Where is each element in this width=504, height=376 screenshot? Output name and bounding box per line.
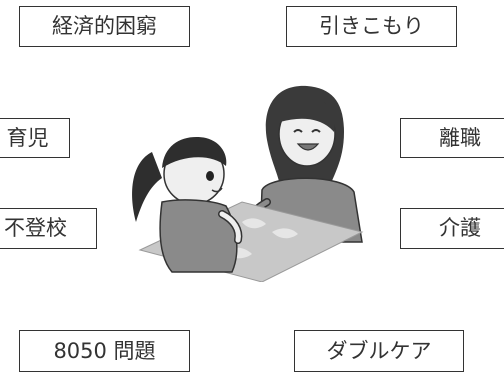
label-social-withdrawal-text: 引きこもり bbox=[319, 14, 424, 38]
label-childcare-text: 育児 bbox=[6, 125, 49, 150]
label-nursing-care: 介護 bbox=[400, 208, 504, 249]
label-school-refusal: 不登校 bbox=[0, 208, 97, 249]
label-school-refusal-text: 不登校 bbox=[4, 216, 67, 240]
label-economic-hardship: 経済的困窮 bbox=[19, 6, 190, 47]
label-economic-hardship-text: 経済的困窮 bbox=[52, 14, 157, 38]
label-double-care: ダブルケア bbox=[294, 330, 464, 372]
label-8050-problem: 8050 問題 bbox=[19, 330, 190, 372]
label-social-withdrawal: 引きこもり bbox=[286, 6, 457, 47]
label-job-loss-text: 離職 bbox=[439, 125, 481, 150]
child-figure bbox=[132, 137, 243, 273]
label-nursing-care-text: 介護 bbox=[439, 216, 481, 240]
label-8050-problem-text: 8050 問題 bbox=[53, 338, 156, 363]
label-childcare: 育児 bbox=[0, 118, 70, 158]
child-and-mother-puzzle-illustration bbox=[132, 85, 364, 282]
label-double-care-text: ダブルケア bbox=[326, 338, 432, 363]
label-job-loss: 離職 bbox=[400, 118, 504, 158]
